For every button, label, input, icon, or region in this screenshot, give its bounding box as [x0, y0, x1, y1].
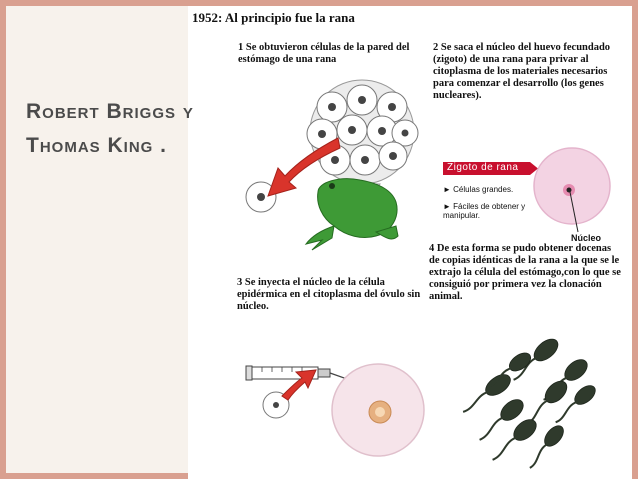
authors-title: Robert Briggs y Thomas King . — [26, 95, 276, 163]
authors-line-1: Robert Briggs y — [26, 100, 194, 123]
step-2-text: 2 Se saca el núcleo del huevo fecundado … — [433, 42, 611, 101]
frog-icon — [304, 178, 399, 251]
nucleus-label: Núcleo — [571, 233, 602, 243]
authors-line-2: Thomas King . — [26, 134, 167, 157]
step-1-text: 1 Se obtuvieron células de la pared del … — [238, 42, 410, 65]
zigoto-tag-label: Zigoto de rana — [447, 162, 519, 173]
step-3-text: 3 Se inyecta el núcleo de la célula epid… — [237, 277, 421, 312]
epidermal-cell — [262, 391, 290, 419]
zigoto-bullet-2: ► Fáciles de obtener y manipular. — [443, 202, 526, 220]
frame-right-border — [632, 0, 638, 479]
red-arrow-injection-icon — [281, 369, 317, 401]
page-heading: 1952: Al principio fue la rana — [192, 10, 355, 25]
red-arrow-extraction-icon — [267, 137, 341, 197]
extracted-cell — [245, 181, 277, 213]
zigoto-tag-shape — [443, 162, 538, 175]
frame-top-border — [0, 0, 638, 6]
tadpoles-group — [462, 338, 596, 469]
zygote-egg — [533, 147, 611, 233]
cell-nuclei — [318, 96, 409, 164]
enucleated-egg — [331, 363, 425, 457]
frame-left-border — [0, 0, 6, 479]
zigoto-bullet-1: ► Células grandes. — [443, 185, 514, 194]
step-4-text: 4 De esta forma se pudo obtener docenas … — [429, 243, 621, 302]
